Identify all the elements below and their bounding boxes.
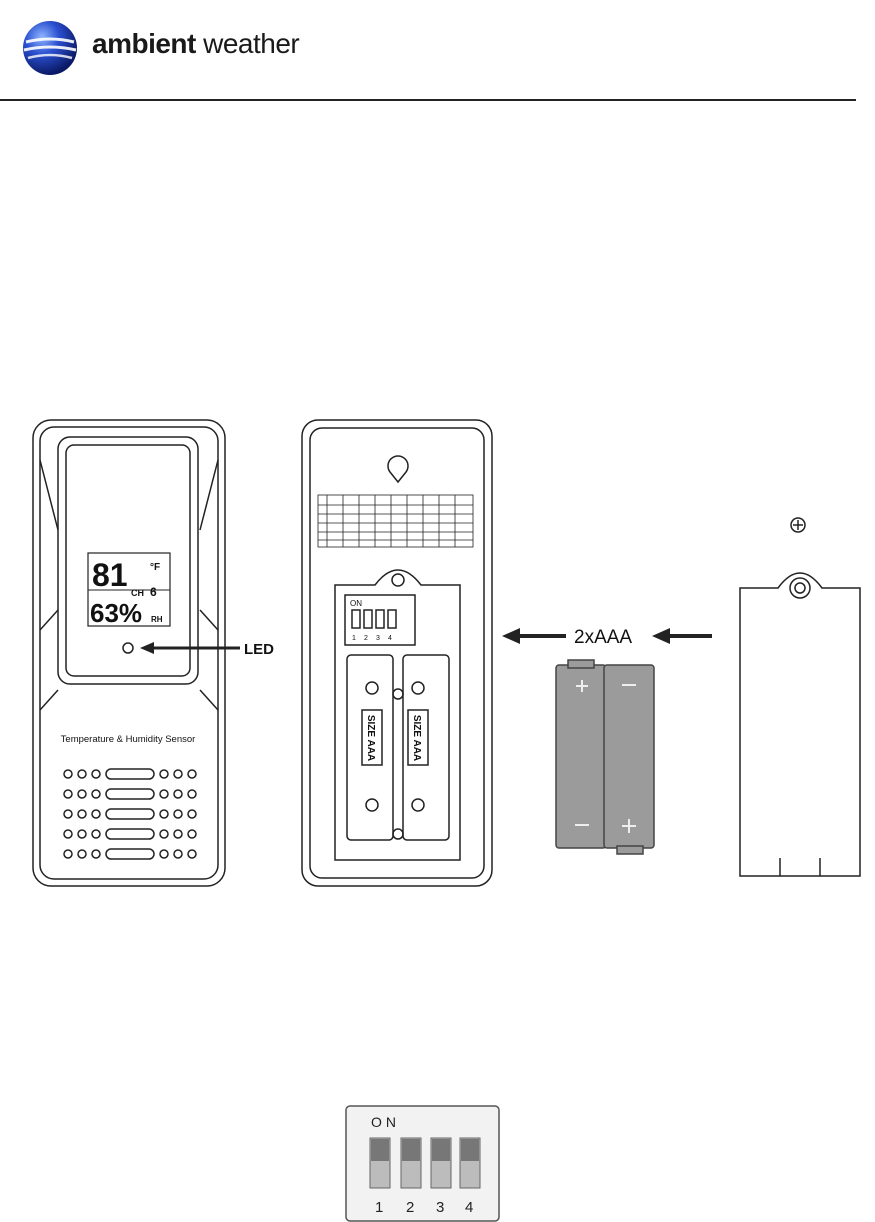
battery-callout: 2xAAA (574, 627, 632, 648)
dip-switch-2 (402, 1139, 420, 1161)
dip-on-label: ON (371, 1114, 400, 1130)
channel-code-table (318, 495, 473, 547)
lcd-humidity: 63% (90, 598, 142, 628)
compartment-dip-number: 4 (388, 635, 392, 642)
product-label: Temperature & Humidity Sensor (61, 734, 196, 745)
battery-slot-label-1: SIZE AAA (365, 715, 376, 761)
hanging-hole (388, 456, 408, 482)
brand-bold: ambient (92, 28, 196, 59)
brand-light: weather (203, 28, 299, 59)
compartment-dip-number: 3 (376, 635, 380, 642)
battery-slot-label-2: SIZE AAA (411, 715, 422, 761)
led-indicator (123, 643, 133, 653)
dip-number: 2 (406, 1199, 414, 1216)
sensor-front-view (33, 420, 225, 886)
lcd-temperature: 81 (92, 557, 128, 593)
lcd-temp-unit: °F (150, 562, 160, 573)
dip-switch-1 (371, 1139, 389, 1161)
compartment-dip-number: 1 (352, 635, 356, 642)
sensor-installation-figure: 81 °F CH 6 63% RH LED Temperature & Humi… (0, 410, 875, 890)
dip-number: 4 (465, 1199, 473, 1216)
dip-switch-closeup: ON 1 2 3 4 (345, 1105, 500, 1222)
compartment-dip-on-label: ON (350, 599, 362, 608)
lcd-humidity-unit: RH (151, 615, 163, 624)
battery-cover (740, 518, 860, 876)
dip-number: 1 (375, 1199, 383, 1216)
header-divider (0, 99, 856, 101)
speaker-grille (64, 769, 196, 859)
lcd-channel: 6 (150, 585, 157, 599)
dip-number: 3 (436, 1199, 444, 1216)
aaa-batteries (556, 660, 654, 854)
dip-switch-4 (461, 1139, 479, 1161)
led-label: LED (244, 641, 274, 658)
globe-logo-icon (20, 18, 80, 78)
sensor-back-view (302, 420, 492, 886)
brand-name: ambient weather (92, 28, 299, 60)
lcd-channel-label: CH (131, 588, 144, 598)
compartment-dip-number: 2 (364, 635, 368, 642)
dip-switch-3 (432, 1139, 450, 1161)
battery-compartment (335, 570, 460, 860)
